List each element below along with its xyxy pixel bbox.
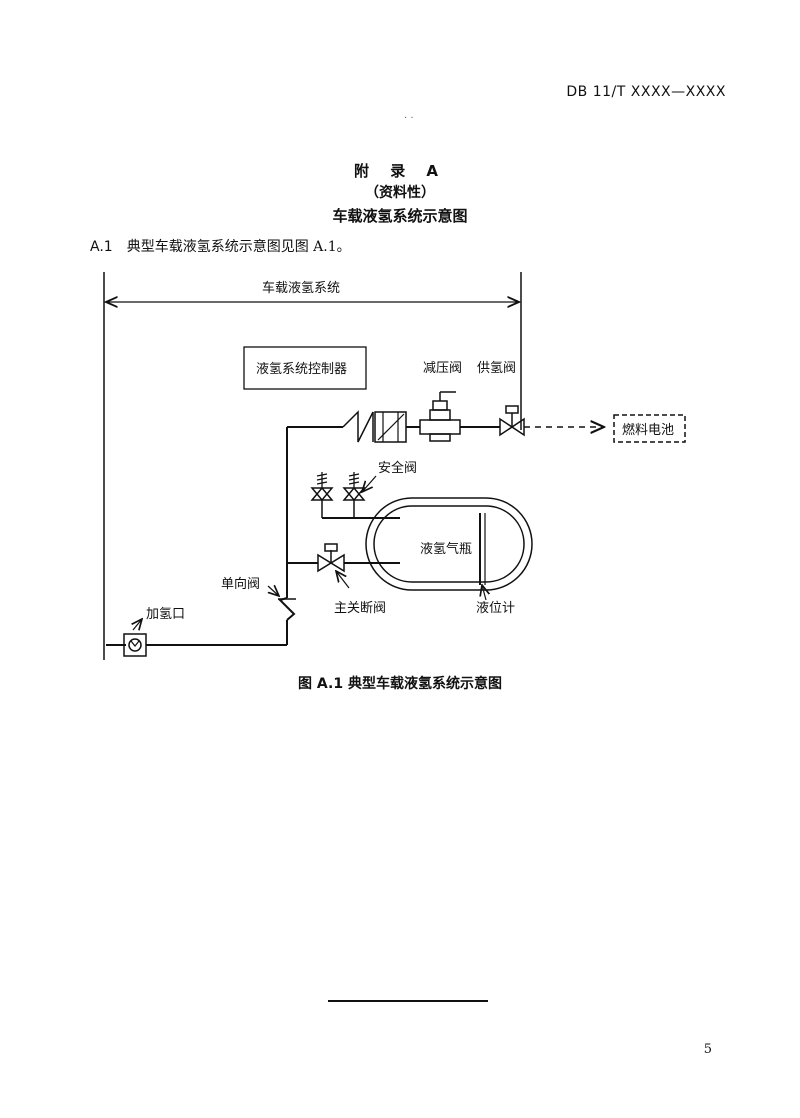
pressure-reducing-valve-icon	[419, 391, 461, 442]
fuel-cell-box	[613, 414, 686, 443]
check-valve-label: 单向阀	[221, 576, 260, 592]
clause-number: A.1	[90, 239, 113, 255]
heat-exchanger-icon	[342, 410, 374, 443]
tank-label: 液氢气瓶	[420, 541, 472, 557]
system-label: 车载液氢系统	[262, 280, 340, 296]
controller-label: 液氢系统控制器	[256, 362, 347, 377]
safety-valve-icon-1	[310, 472, 334, 518]
clause-a1: A.1 典型车载液氢系统示意图见图 A.1。	[90, 236, 351, 256]
main-shutoff-valve-label: 主关断阀	[334, 601, 386, 616]
tank-outer	[365, 497, 533, 591]
safety-valve-icon-2	[342, 472, 366, 518]
figure-caption: 图 A.1 典型车载液氢系统示意图	[298, 676, 502, 692]
check-valve-icon	[278, 597, 296, 621]
filter-icon	[374, 411, 407, 443]
tank-inner	[373, 505, 525, 583]
controller-box	[243, 346, 367, 390]
pressure-reducing-valve-label: 减压阀	[423, 361, 462, 376]
end-rule	[328, 1000, 488, 1002]
refuel-port-icon	[123, 633, 147, 657]
supply-valve-icon	[499, 417, 525, 437]
appendix-title: 附 录 A	[353, 162, 447, 180]
fuel-cell-label: 燃料电池	[622, 422, 674, 438]
appendix-type: （资料性）	[365, 185, 435, 201]
supply-valve-label: 供氢阀	[477, 361, 516, 376]
header-dots: . .	[404, 110, 414, 121]
main-shutoff-valve-icon	[317, 553, 345, 573]
safety-valve-label: 安全阀	[378, 460, 417, 476]
clause-text: 典型车载液氢系统示意图见图 A.1。	[126, 239, 351, 255]
page-number: 5	[703, 1042, 712, 1057]
refuel-port-label: 加氢口	[146, 607, 185, 622]
level-gauge-label: 液位计	[476, 601, 515, 616]
appendix-name: 车载液氢系统示意图	[332, 207, 468, 225]
standard-code: DB 11/T XXXX—XXXX	[566, 84, 726, 100]
